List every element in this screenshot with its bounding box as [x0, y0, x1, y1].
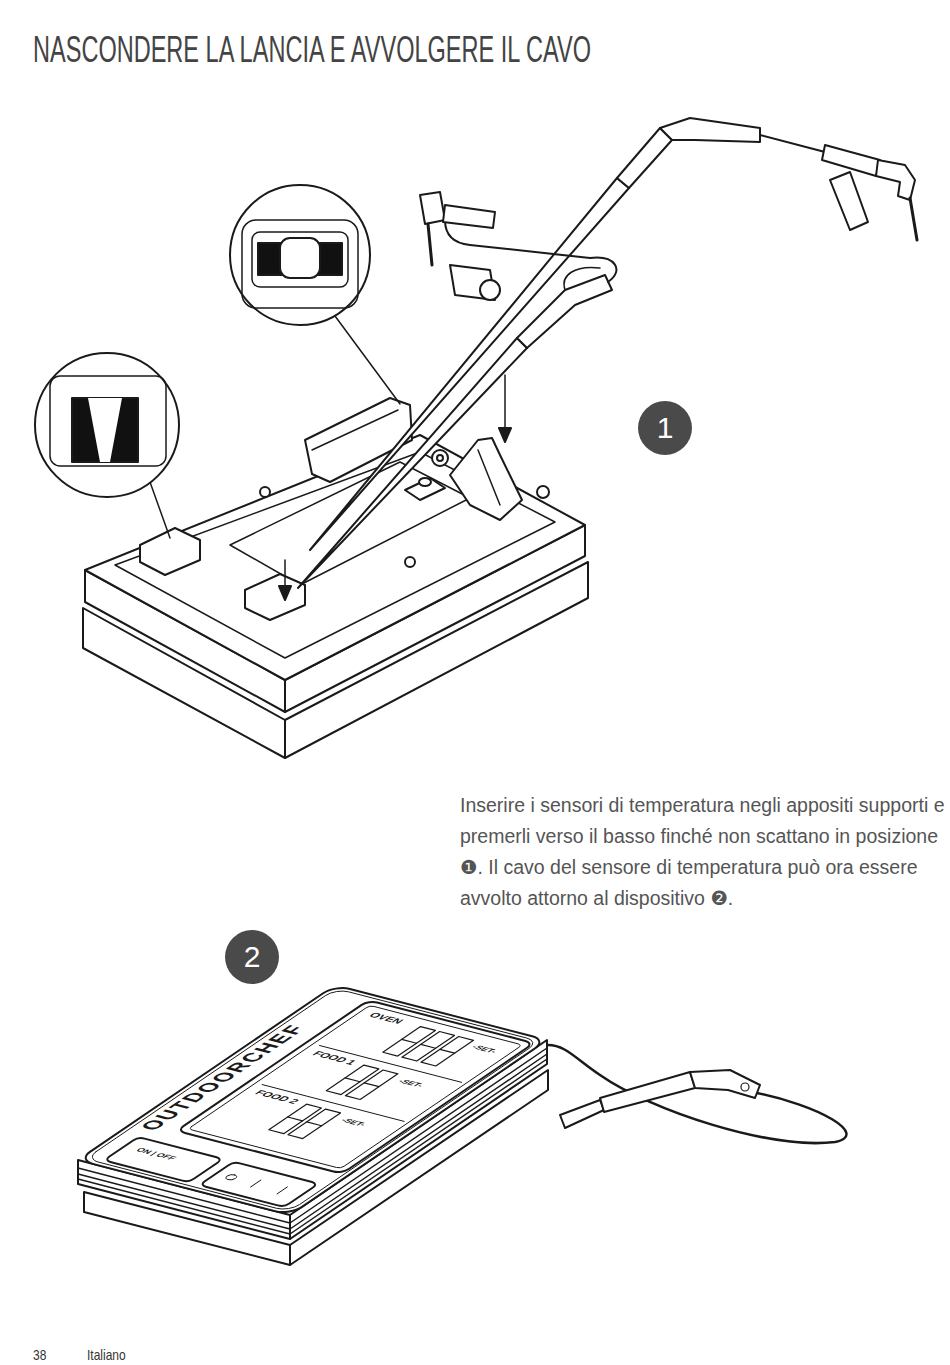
- probe-cradle-part: [450, 438, 522, 520]
- temperature-probe-part: [822, 145, 880, 176]
- device-top-part: [104, 1137, 223, 1182]
- base-device: [83, 435, 588, 758]
- device-top-part: [177, 1000, 534, 1173]
- base-device-part: [419, 478, 431, 486]
- digit-segments-part: [421, 1044, 436, 1048]
- digit-segments-part: [402, 1039, 417, 1043]
- base-device-part: [537, 486, 549, 498]
- page-number: 38: [33, 1347, 46, 1362]
- detail-magnifier-part: [335, 316, 400, 404]
- detail-magnifier-part: [252, 232, 348, 287]
- detail-magnifier-part: [280, 238, 320, 278]
- digit-segments-part: [307, 1122, 322, 1126]
- temperature-probe-part: [876, 160, 915, 200]
- display-device-part: [289, 1215, 291, 1239]
- temperature-probe-part: [420, 192, 445, 224]
- probe-cradle-part: [245, 574, 305, 620]
- base-device-part: [405, 557, 415, 567]
- probe-cradle-part: [140, 528, 200, 575]
- temperature-probe-part: [298, 338, 527, 588]
- device-top-part: [199, 1162, 318, 1207]
- detail-magnifier-part: [258, 243, 282, 275]
- detail-magnifier: [35, 185, 400, 538]
- base-device-part: [260, 487, 270, 497]
- device-top-part: [188, 1005, 522, 1168]
- base-device-part: [437, 455, 443, 461]
- device-top-part: [78, 985, 547, 1215]
- display-device-part: [289, 1245, 291, 1265]
- probe-cable-part: [548, 1045, 846, 1143]
- probe-cable-part: [741, 1083, 749, 1091]
- callout-circle: 2: [225, 930, 279, 984]
- press-arrow-part: [504, 375, 506, 430]
- probe-cradle: [140, 398, 522, 620]
- temperature-probe-part: [443, 205, 495, 228]
- page-language: Italiano: [87, 1347, 126, 1362]
- detail-magnifier-part: [35, 353, 179, 497]
- detail-magnifier-part: [72, 398, 138, 462]
- probe-cable-part: [690, 1070, 760, 1098]
- digit-segments-part: [288, 1109, 341, 1139]
- base-device-part: [284, 680, 286, 712]
- press-arrow: [279, 375, 511, 600]
- digit-segments-part: [364, 1083, 379, 1087]
- detail-magnifier-part: [230, 185, 370, 325]
- detail-magnifier-part: [318, 243, 342, 275]
- detail-magnifier-part: [50, 376, 166, 466]
- probe-cable-part: [600, 1072, 695, 1112]
- temperature-probe: [310, 118, 917, 550]
- page-title: NASCONDERE LA LANCIA E AVVOLGERE IL CAVO: [33, 30, 591, 70]
- callout-circle: 1: [638, 401, 692, 455]
- temperature-probe-part: [564, 267, 600, 290]
- press-arrow-part: [499, 428, 511, 442]
- device-top-part: [277, 1187, 287, 1194]
- probe-cradle-part: [312, 410, 398, 450]
- temperature-probe-part: [428, 224, 432, 265]
- temperature-probe-part: [617, 128, 672, 188]
- probe-cradle-part: [478, 450, 500, 505]
- callout-number: 2: [244, 942, 261, 972]
- device-top-part: [86, 989, 540, 1212]
- digit-segments-part: [288, 1117, 303, 1121]
- device-top-part: [224, 1174, 239, 1181]
- instruction-text: Inserire i sensori di temperatura negli …: [460, 790, 946, 914]
- digit-segments-part: [345, 1070, 398, 1100]
- temperature-probe-part: [480, 280, 500, 300]
- base-device-part: [284, 720, 286, 758]
- base-device-part: [405, 478, 445, 500]
- digit-segments-part: [440, 1049, 455, 1053]
- temperature-probe-part: [760, 135, 825, 152]
- temperature-probe-part: [830, 172, 868, 230]
- digit-segments-part: [421, 1036, 474, 1066]
- base-device-part: [230, 462, 470, 585]
- base-device-part: [432, 450, 448, 466]
- probe-cable-part: [560, 1100, 604, 1128]
- display-device: [78, 985, 548, 1265]
- detail-magnifier-part: [150, 482, 170, 538]
- callout-number: 1: [657, 413, 674, 443]
- probe-cradle-part: [305, 398, 412, 482]
- digit-segments-part: [345, 1078, 360, 1082]
- press-arrow-part: [284, 560, 286, 588]
- device-top-part: [251, 1180, 261, 1187]
- temperature-probe-part: [910, 198, 917, 240]
- device-top: [78, 985, 547, 1215]
- digit-segments: [269, 1027, 474, 1144]
- temperature-probe-part: [660, 118, 760, 142]
- detail-magnifier-part: [242, 220, 358, 308]
- press-arrow-part: [279, 586, 291, 600]
- probe-cable: [548, 1045, 846, 1143]
- detail-magnifier-part: [88, 398, 122, 462]
